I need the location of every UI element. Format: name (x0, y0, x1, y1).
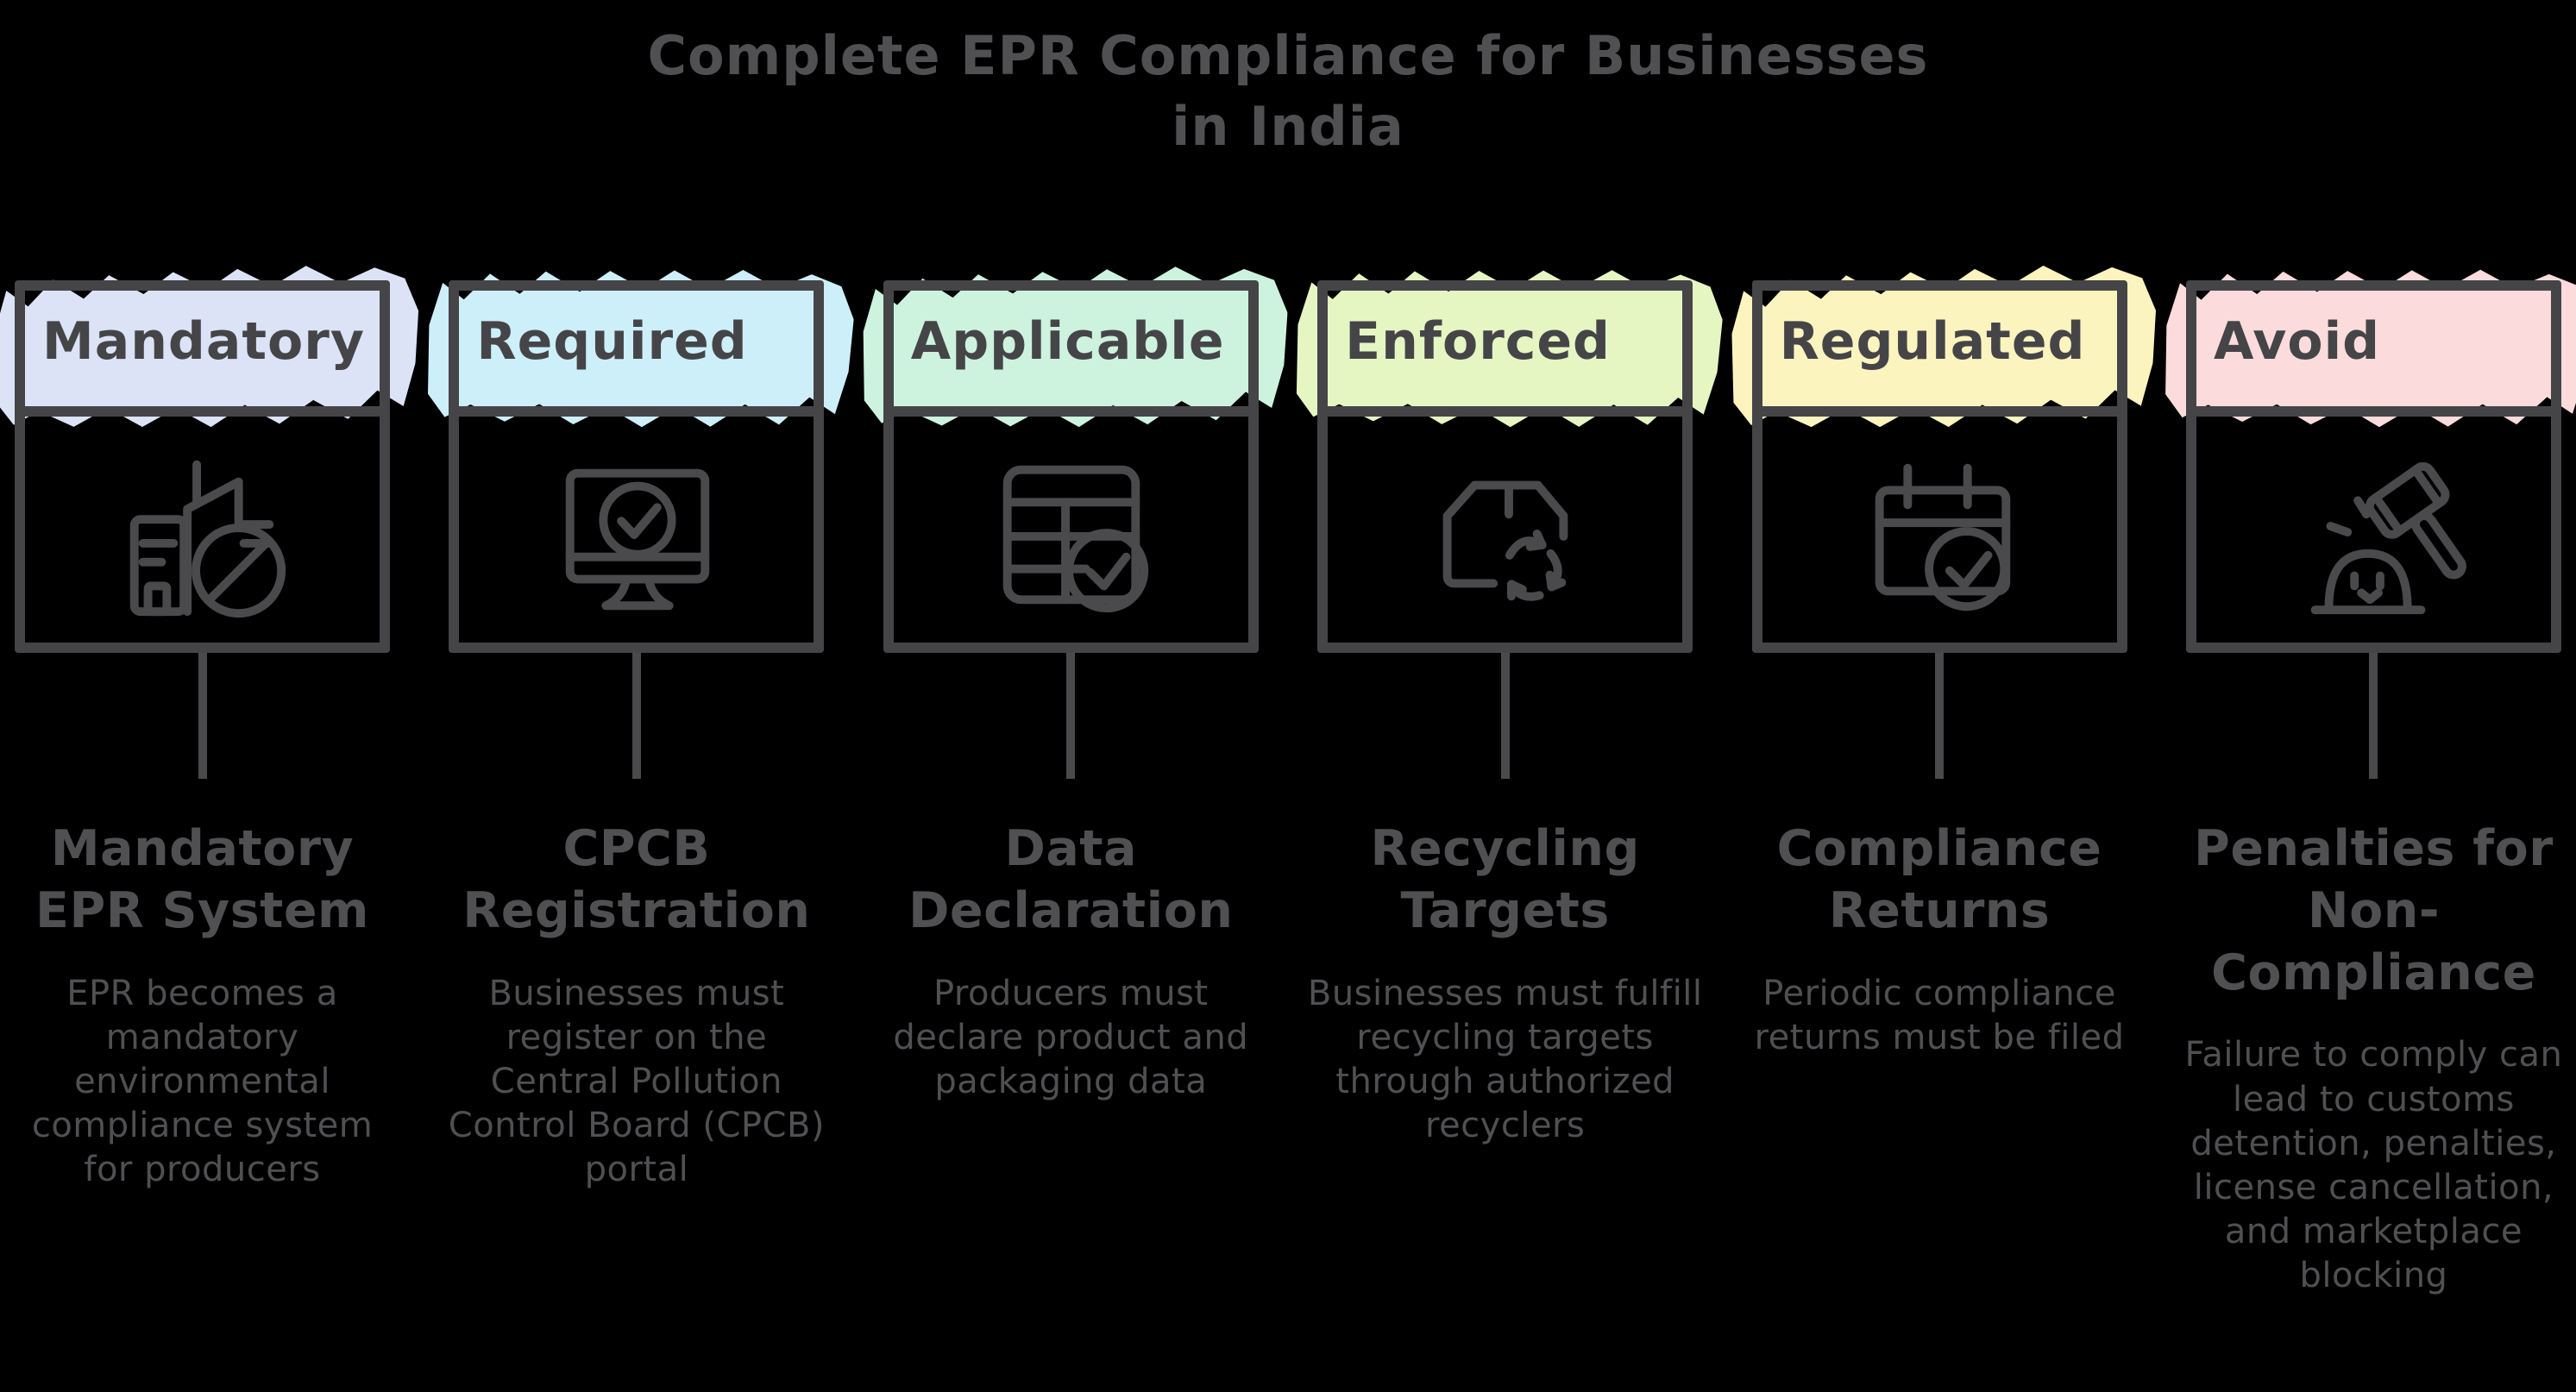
card-header: Mandatory (15, 280, 390, 406)
card-divider (449, 405, 825, 417)
card-divider (15, 405, 390, 417)
card-header: Required (449, 280, 824, 406)
card-frame-box: Required (449, 280, 824, 653)
card-title: Penalties for Non-Compliance (2194, 819, 2554, 1001)
page-title-line1: Complete EPR Compliance for Businesses (647, 24, 1929, 87)
card-mandatory-epr-system: Mandatory Mandatory EPR System EPR becom… (15, 280, 390, 1193)
monitor-check-icon (565, 468, 710, 611)
connector-stem (1935, 652, 1945, 779)
card-data-declaration: Applicable Data Declaration Producers mu… (883, 280, 1259, 1104)
cards-row: Mandatory Mandatory EPR System EPR becom… (0, 280, 2576, 1299)
card-frame-box: Enforced (1317, 280, 1693, 653)
tag-label: Required (476, 310, 748, 372)
card-frame-box: Mandatory (15, 280, 390, 653)
card-title: Mandatory EPR System (35, 819, 369, 939)
connector-stem (2369, 652, 2378, 779)
card-body (1317, 417, 1693, 653)
card-description: Businesses must register on the Central … (448, 973, 825, 1190)
table-check-icon (1002, 465, 1149, 613)
card-description: Periodic compliance returns must be file… (1754, 973, 2125, 1057)
card-body (1752, 417, 2127, 653)
box-recycle-icon (1442, 480, 1568, 601)
gavel-mole-icon (2311, 461, 2467, 615)
card-description: Failure to comply can lead to customs de… (2184, 1035, 2563, 1296)
card-header: Regulated (1752, 280, 2127, 406)
card-penalties-non-compliance: Avoid Penalties for (2186, 280, 2561, 1299)
tag-label: Mandatory (42, 310, 365, 372)
card-body (2186, 417, 2561, 653)
card-description: EPR becomes a mandatory environmental co… (31, 973, 374, 1190)
page-title: Complete EPR Compliance for Businesses i… (0, 21, 2576, 163)
card-header: Avoid (2186, 280, 2561, 406)
card-title: Recycling Targets (1370, 819, 1640, 939)
card-body (883, 417, 1259, 653)
card-divider (2185, 405, 2561, 417)
card-divider (1317, 405, 1693, 417)
card-frame-box: Regulated (1752, 280, 2127, 653)
card-header: Enforced (1317, 280, 1693, 406)
tag-label: Regulated (1779, 310, 2086, 372)
page-title-line2: in India (1172, 95, 1404, 159)
connector-stem (631, 652, 641, 779)
card-divider (1751, 405, 2127, 417)
calendar-check-icon (1875, 463, 2011, 611)
building-prohibited-icon (129, 460, 286, 618)
card-frame-box: Avoid (2186, 280, 2561, 653)
card-header: Applicable (883, 280, 1259, 406)
connector-stem (1066, 652, 1076, 779)
card-title: Compliance Returns (1776, 819, 2102, 939)
card-cpcb-registration: Required CPCB Registration Businesses mu… (449, 280, 824, 1193)
card-body (449, 417, 824, 653)
card-frame-box: Applicable (883, 280, 1259, 653)
card-title: CPCB Registration (462, 819, 811, 939)
card-recycling-targets: Enforced Recycling Targets Busine (1317, 280, 1693, 1148)
card-divider (883, 405, 1259, 417)
tag-label: Enforced (1345, 310, 1611, 372)
card-body (15, 417, 390, 653)
connector-stem (198, 652, 207, 779)
card-title: Data Declaration (908, 819, 1234, 939)
card-description: Businesses must fulfill recycling target… (1307, 973, 1703, 1146)
tag-label: Avoid (2213, 310, 2381, 372)
tag-label: Applicable (910, 310, 1225, 372)
card-description: Producers must declare product and packa… (893, 973, 1249, 1101)
card-compliance-returns: Regulated Compliance Returns Periodic co… (1752, 280, 2127, 1060)
connector-stem (1500, 652, 1510, 779)
